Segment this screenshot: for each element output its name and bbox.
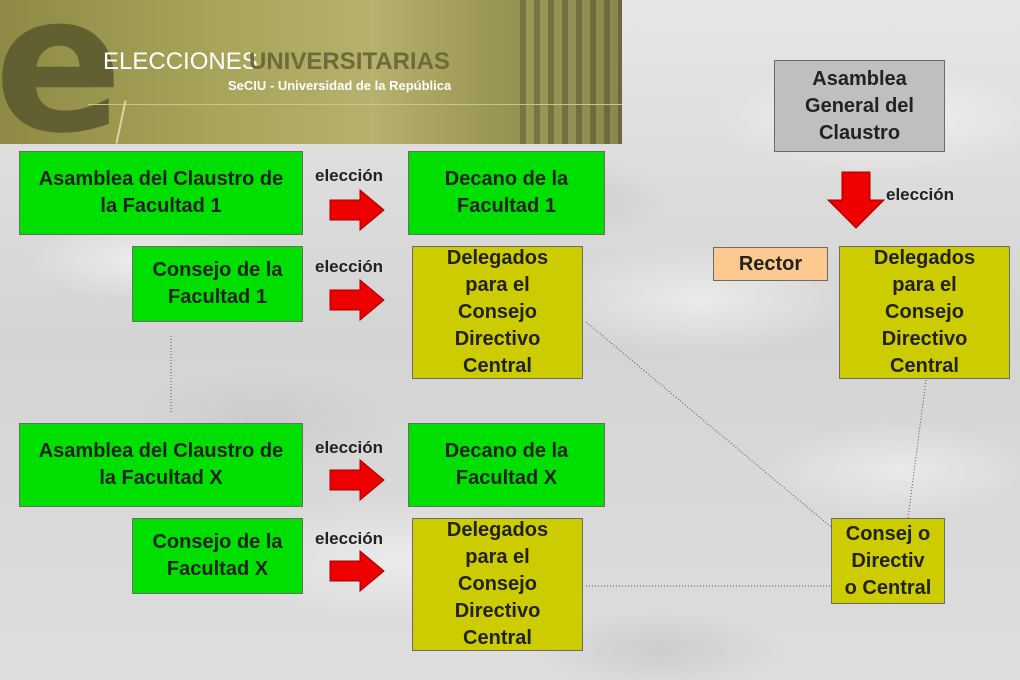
node-asamblea-facultad-1: Asamblea del Claustro de la Facultad 1 [19, 151, 303, 235]
arrow-right-icon [329, 278, 385, 322]
edge-label-eleccion: elección [315, 438, 384, 457]
node-consejo-facultad-1: Consejo de la Facultad 1 [132, 246, 303, 322]
node-delegados-facultad-1: Delegados para el Consejo Directivo Cent… [412, 246, 583, 379]
node-asamblea-facultad-x: Asamblea del Claustro de la Facultad X [19, 423, 303, 507]
node-consejo-directivo-central: Consej o Directiv o Central [831, 518, 945, 604]
connector-delegadosagc-cdc [907, 379, 927, 519]
edge-label-eleccion: elección [886, 185, 955, 204]
banner-title-bold: UNIVERSITARIAS [249, 48, 450, 75]
edge-label-eleccion: elección [315, 166, 384, 185]
arrow-right-icon [329, 549, 385, 593]
node-decano-facultad-x: Decano de la Facultad X [408, 423, 605, 507]
node-consejo-facultad-x: Consejo de la Facultad X [132, 518, 303, 594]
arrow-right-icon [329, 458, 385, 502]
node-rector: Rector [713, 247, 828, 281]
node-decano-facultad-1: Decano de la Facultad 1 [408, 151, 605, 235]
banner-divider [88, 104, 622, 105]
node-delegados-asamblea-general: Delegados para el Consejo Directivo Cent… [839, 246, 1010, 379]
node-delegados-facultad-x: Delegados para el Consejo Directivo Cent… [412, 518, 583, 651]
connector-delegados1-cdc [585, 321, 832, 528]
edge-label-eleccion: elección [315, 257, 384, 276]
banner-title-light: ELECCIONES [103, 48, 258, 75]
edge-label-eleccion: elección [315, 529, 384, 548]
banner-subtitle: SeCIU - Universidad de la República [228, 78, 452, 93]
banner-building-image [520, 0, 622, 144]
arrow-down-icon [826, 171, 886, 229]
arrow-right-icon [329, 188, 385, 232]
node-asamblea-general-claustro: Asamblea General del Claustro [774, 60, 945, 152]
banner: e ELECCIONES UNIVERSITARIAS SeCIU - Univ… [0, 0, 622, 144]
logo-e-icon: e [0, 0, 123, 144]
